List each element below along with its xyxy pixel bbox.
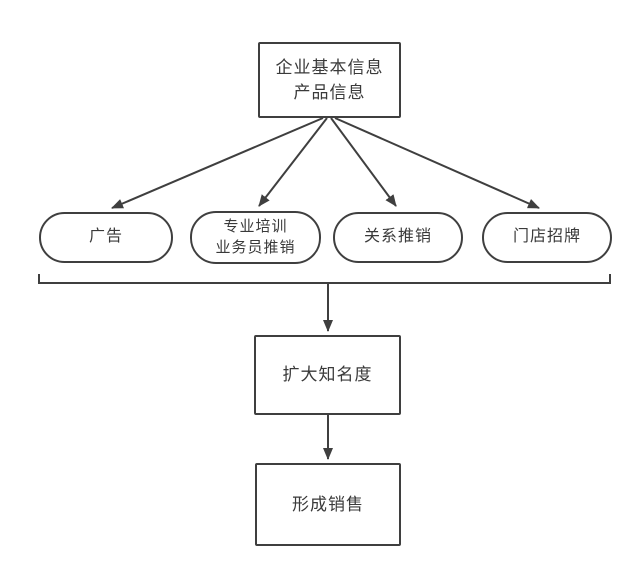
node-relationship-marketing: 关系推销 (333, 212, 463, 263)
node-company-product-info: 企业基本信息 产品信息 (258, 42, 401, 118)
node-label-line: 门店招牌 (512, 228, 581, 246)
arrow-root-to-training (258, 117, 328, 207)
arrow-root-to-storefront (334, 117, 540, 209)
node-storefront-sign: 门店招牌 (482, 212, 612, 263)
arrow-root-to-relationship (330, 117, 397, 207)
node-label-line: 专业培训 (223, 218, 288, 236)
node-advertising: 广告 (39, 212, 173, 263)
node-label-line: 业务员推销 (215, 238, 296, 256)
arrow-root-to-advertising (111, 117, 324, 209)
bracket-collector (38, 274, 611, 284)
node-label-line: 形成销售 (292, 494, 364, 514)
node-label-line: 扩大知名度 (282, 365, 373, 385)
node-label-line: 关系推销 (363, 228, 432, 246)
node-label-line: 产品信息 (293, 83, 366, 102)
node-expand-awareness: 扩大知名度 (254, 335, 401, 415)
node-label-line: 广告 (88, 228, 123, 246)
node-training-salesman: 专业培训 业务员推销 (190, 211, 321, 264)
node-form-sales: 形成销售 (255, 463, 401, 546)
node-label-line: 企业基本信息 (275, 57, 384, 77)
